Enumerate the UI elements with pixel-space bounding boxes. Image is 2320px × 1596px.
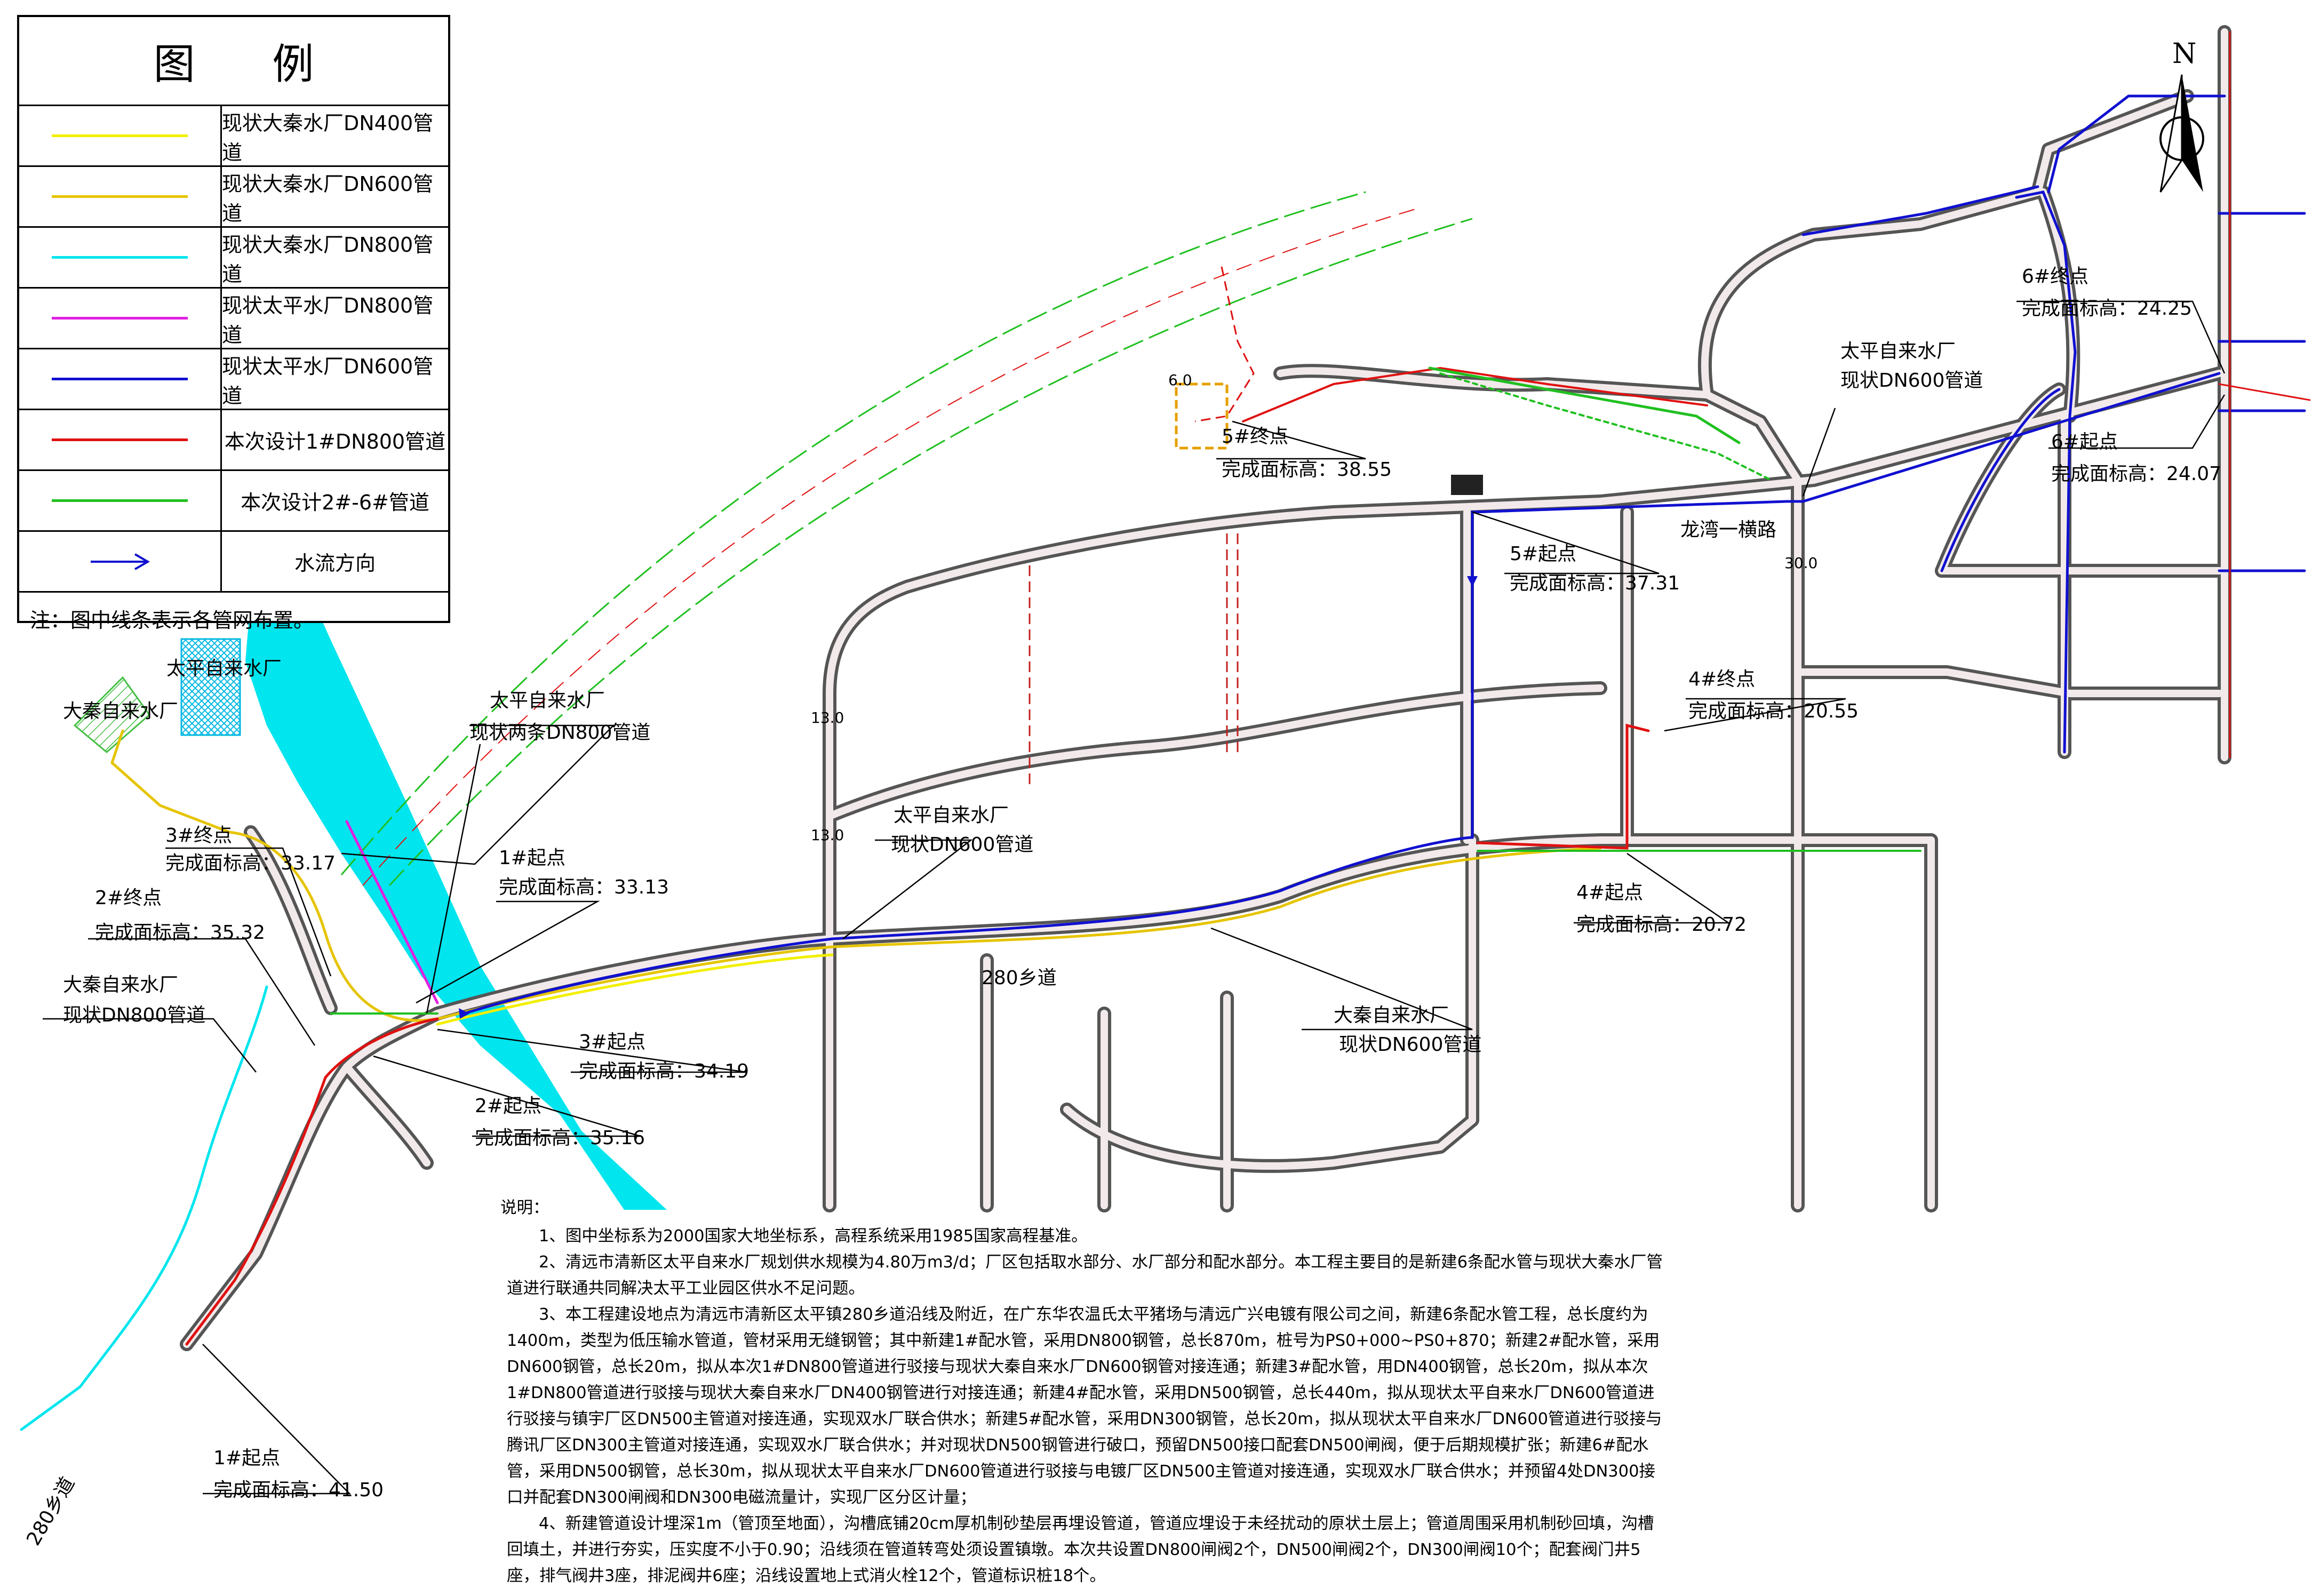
road-longwan: 龙湾一横路 [1680,519,1776,541]
taiping-plant-label: 太平自来水厂 [166,658,282,680]
leader-lines [43,300,2226,1495]
feature-labels: 大秦自来水厂 太平自来水厂 太平自来水厂 现状两条DN800管道 太平自来水厂 … [22,340,1983,1550]
legend-label: 本次设计2#-6#管道 [241,491,429,514]
pipelines [20,31,2311,1431]
point-name: 5#起点 [1510,543,1576,565]
legend-line-sample [52,378,188,380]
daqin-plant-label: 大秦自来水厂 [63,700,178,722]
daqin-plant-area [73,676,151,753]
point-name: 1#起点 [213,1447,280,1469]
point-elev: 完成面标高：34.19 [579,1060,749,1082]
point-labels: 3#终点 完成面标高：33.17 2#终点 完成面标高：35.32 1#起点 完… [95,266,2221,1501]
daqin-dn800-sub: 现状DN800管道 [63,1004,205,1026]
legend-row: 现状太平水厂DN600管道 [19,349,448,410]
elev-mark: 6.0 [1168,371,1192,389]
point-elev: 完成面标高：24.07 [2051,463,2221,485]
north-label: N [2172,38,2197,70]
highway-centerline [362,208,1420,886]
point-name: 3#终点 [165,825,232,847]
point-elev: 完成面标高：24.25 [2022,298,2192,320]
point-elev: 完成面标高：35.16 [475,1127,645,1149]
point-elev: 完成面标高：37.31 [1510,572,1680,594]
notes-heading: 说明： [500,1199,549,1217]
legend-label: 现状大秦水厂DN600管道 [222,172,434,225]
taiping-dn800-title: 太平自来水厂 [490,690,605,712]
legend-label: 本次设计1#DN800管道 [224,430,446,453]
legend: 图 例 现状大秦水厂DN400管道 现状大秦水厂DN600管道 现状大秦水厂DN… [17,15,450,632]
legend-row: 现状大秦水厂DN400管道 [19,106,448,167]
legend-line-sample [52,499,188,502]
taiping-dn600-b-title: 太平自来水厂 [1840,340,1956,362]
note-item: 1、图中坐标系为2000国家大地坐标系，高程系统采用1985国家高程基准。 [539,1227,1088,1246]
legend-label: 现状太平水厂DN800管道 [222,293,434,347]
point-elev: 完成面标高：20.55 [1688,700,1859,722]
legend-row: 水流方向 [19,532,448,593]
point-name: 6#终点 [2022,266,2088,288]
point-elev: 完成面标高：33.13 [499,876,669,898]
legend-row: 本次设计2#-6#管道 [19,471,448,532]
point-name: 2#起点 [475,1095,541,1117]
point-elev: 完成面标高：20.72 [1576,914,1747,936]
legend-label: 现状大秦水厂DN800管道 [222,233,434,286]
daqin-dn600-sub: 现状DN600管道 [1339,1034,1481,1056]
river [243,528,667,1210]
taiping-dn600-a-title: 太平自来水厂 [894,804,1009,826]
legend-note: 注：图中线条表示各管网布置。 [30,609,314,632]
legend-row: 本次设计1#DN800管道 [19,410,448,471]
legend-label: 现状大秦水厂DN400管道 [222,111,434,164]
legend-line-sample [52,195,188,198]
point-elev: 完成面标高：33.17 [165,852,336,874]
legend-title: 图 例 [19,17,448,106]
planned-roads [1029,533,1239,784]
flow-arrows [459,576,1478,1019]
elev-mark: 13.0 [811,709,844,727]
taiping-dn600-a-sub: 现状DN600管道 [891,834,1033,856]
legend-line-sample [52,438,188,441]
elev-mark: 30.0 [1784,554,1817,572]
site-box [1175,382,1229,450]
taiping-dn600-b-sub: 现状DN600管道 [1840,370,1983,392]
point-elev: 完成面标高：35.32 [95,922,265,944]
highway-boundary [388,218,1473,887]
point-name: 2#终点 [95,887,162,909]
legend-row: 现状大秦水厂DN800管道 [19,228,448,289]
note-item: 4、新建管道设计埋深1m（管顶至地面），沟槽底铺20cm厚机制砂垫层再埋设管道，… [507,1514,1654,1585]
legend-line-sample [52,317,188,320]
road-280-mid: 280乡道 [982,967,1057,989]
legend-label: 水流方向 [294,552,376,575]
legend-line-sample [52,134,188,137]
legend-line-sample [52,256,188,259]
point-name: 1#起点 [499,847,565,869]
note-item: 3、本工程建设地点为清远市清新区太平镇280乡道沿线及附近，在广东华农温氏太平猪… [507,1305,1662,1507]
point-name: 3#起点 [579,1031,645,1053]
point-name: 4#起点 [1576,882,1643,904]
flow-arrow-icon [90,553,150,570]
highway-boundary [340,191,1366,875]
taiping-dn800-sub: 现状两条DN800管道 [469,722,650,744]
point-name: 6#起点 [2051,431,2118,453]
note-item: 2、清远市清新区太平自来水厂规划供水规模为4.80万m3/d；厂区包括取水部分、… [507,1253,1663,1298]
site-boundary [1194,266,1255,422]
daqin-dn600-title: 大秦自来水厂 [1334,1004,1449,1026]
facility-symbol [1451,475,1483,495]
point-name: 4#终点 [1688,668,1755,690]
daqin-dn800-title: 大秦自来水厂 [63,974,178,996]
taiping-plant-area [180,638,241,736]
legend-row: 现状太平水厂DN800管道 [19,289,448,349]
point-elev: 完成面标高：38.55 [1222,459,1392,481]
legend-label: 现状太平水厂DN600管道 [222,354,434,408]
point-name: 5#终点 [1222,426,1288,448]
north-arrow-icon: N [2159,38,2204,193]
design-notes: 说明： 1、图中坐标系为2000国家大地坐标系，高程系统采用1985国家高程基准… [500,1195,1670,1589]
legend-row: 现状大秦水厂DN600管道 [19,167,448,228]
road-280-sw: 280乡道 [22,1473,79,1549]
elev-mark: 13.0 [811,826,844,844]
point-elev: 完成面标高：41.50 [213,1479,384,1501]
